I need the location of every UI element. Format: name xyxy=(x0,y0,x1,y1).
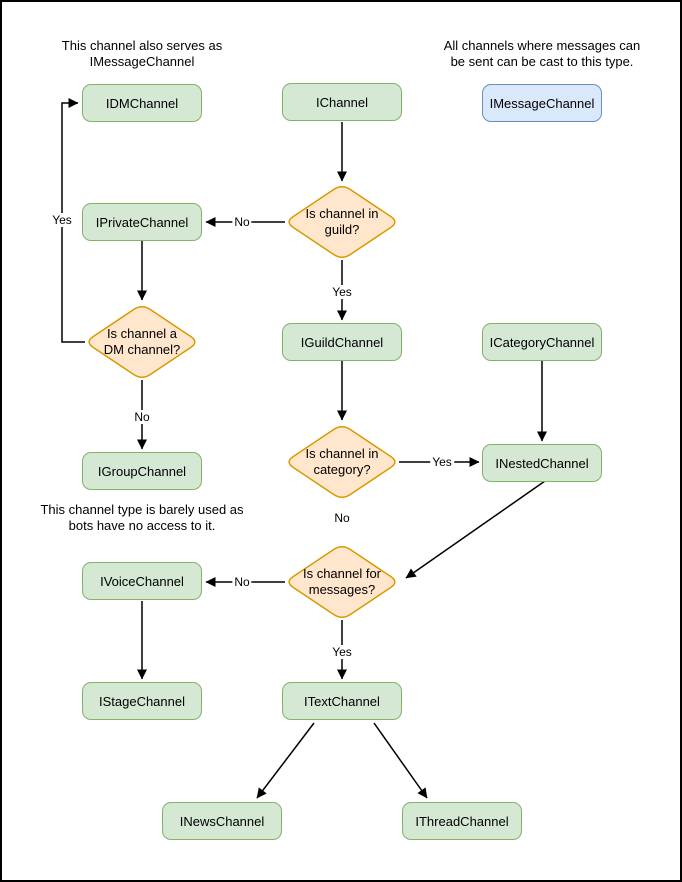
node-ithreadchannel-label: IThreadChannel xyxy=(415,813,509,829)
decision-is-channel-in-category-text: Is channel in category? xyxy=(305,446,379,477)
node-iprivatechannel-label: IPrivateChannel xyxy=(95,214,189,230)
note-igroupchannel: This channel type is barely used as bots… xyxy=(40,502,244,533)
note-idmchannel: This channel also serves as IMessageChan… xyxy=(61,38,223,69)
node-imessagechannel-label: IMessageChannel xyxy=(489,95,595,111)
edge-itext-to-ithread xyxy=(373,722,428,799)
decision-is-channel-in-guild: Is channel in guild? xyxy=(283,182,401,262)
node-igroupchannel-label: IGroupChannel xyxy=(97,463,187,479)
node-ichannel-label: IChannel xyxy=(315,94,369,110)
decision-is-channel-a-dm-text: Is channel a DM channel? xyxy=(103,326,181,357)
decision-is-channel-in-guild-text: Is channel in guild? xyxy=(305,206,379,237)
node-itextchannel: ITextChannel xyxy=(282,682,402,720)
edge-label-category-yes: Yes xyxy=(430,455,454,469)
node-inestedchannel: INestedChannel xyxy=(482,444,602,482)
edge-label-dm-yes: Yes xyxy=(50,213,74,227)
node-inewschannel: INewsChannel xyxy=(162,802,282,840)
node-icategorychannel: ICategoryChannel xyxy=(482,323,602,361)
edge-label-guild-no: No xyxy=(232,215,252,229)
node-ivoicechannel-label: IVoiceChannel xyxy=(100,573,184,589)
node-ichannel: IChannel xyxy=(282,83,402,121)
edge-label-messages-no: No xyxy=(232,575,252,589)
edge-label-category-no: No xyxy=(332,511,352,525)
node-itextchannel-label: ITextChannel xyxy=(304,693,380,709)
node-iprivatechannel: IPrivateChannel xyxy=(82,203,202,241)
node-iguildchannel-label: IGuildChannel xyxy=(300,334,384,350)
edge-inested-to-formessages xyxy=(405,480,546,579)
edge-label-guild-yes: Yes xyxy=(330,285,354,299)
edge-label-messages-yes: Yes xyxy=(330,645,354,659)
node-igroupchannel: IGroupChannel xyxy=(82,452,202,490)
diamond-shape xyxy=(288,546,396,618)
decision-is-channel-for-messages: Is channel for messages? xyxy=(283,542,401,622)
decision-is-channel-in-category: Is channel in category? xyxy=(283,422,401,502)
edge-label-dm-no: No xyxy=(132,410,152,424)
decision-is-channel-for-messages-text: Is channel for messages? xyxy=(302,566,382,597)
node-iguildchannel: IGuildChannel xyxy=(282,323,402,361)
node-istagechannel-label: IStageChannel xyxy=(98,693,185,709)
node-icategorychannel-label: ICategoryChannel xyxy=(489,334,595,350)
edge-itext-to-inews xyxy=(256,722,315,799)
diamond-shape xyxy=(88,306,196,378)
diamond-shape xyxy=(288,426,396,498)
node-idmchannel-label: IDMChannel xyxy=(105,95,179,111)
node-idmchannel: IDMChannel xyxy=(82,84,202,122)
node-imessagechannel: IMessageChannel xyxy=(482,84,602,122)
node-istagechannel: IStageChannel xyxy=(82,682,202,720)
node-inewschannel-label: INewsChannel xyxy=(179,813,265,829)
node-ivoicechannel: IVoiceChannel xyxy=(82,562,202,600)
note-imessagechannel: All channels where messages can be sent … xyxy=(443,38,641,69)
diamond-shape xyxy=(288,186,396,258)
decision-is-channel-a-dm: Is channel a DM channel? xyxy=(83,302,201,382)
node-inestedchannel-label: INestedChannel xyxy=(495,455,589,471)
node-ithreadchannel: IThreadChannel xyxy=(402,802,522,840)
